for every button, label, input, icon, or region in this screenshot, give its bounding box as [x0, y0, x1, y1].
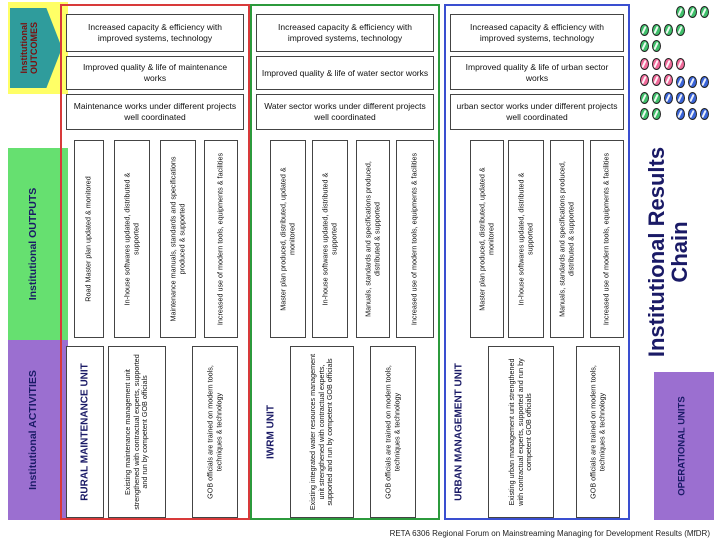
- outcome-urban-coordination: urban sector works under different proje…: [450, 94, 624, 130]
- results-chain-title-box: Institutional Results Chain: [634, 130, 702, 374]
- ball-icon: [676, 92, 685, 104]
- operational-units-label-box: OPERATIONAL UNITS: [662, 372, 702, 520]
- ball-icon: [700, 108, 709, 120]
- outcome-rural-capacity: Increased capacity & efficiency with imp…: [66, 14, 244, 52]
- outcome-urban-quality: Improved quality & life of urban sector …: [450, 56, 624, 90]
- ball-icon: [676, 76, 685, 88]
- output-urban-master-plan: Master plan produced, distributed, updat…: [470, 140, 504, 338]
- activity-urban-training: GOB officials are trained on modern tool…: [576, 346, 620, 518]
- outputs-band: [8, 148, 68, 340]
- output-urban-manuals: Manuals, standards and specifications pr…: [550, 140, 584, 338]
- ball-icon: [700, 6, 709, 18]
- output-urban-softwares: In-house softwares updated, distributed …: [508, 140, 544, 338]
- activity-rural-unit-strengthened: Existing maintenance management unit str…: [108, 346, 166, 518]
- output-iwrm-manuals: Manuals, standards and specifications pr…: [356, 140, 390, 338]
- ball-icon: [700, 76, 709, 88]
- output-iwrm-master-plan: Master plan produced, distributed, updat…: [270, 140, 306, 338]
- outcomes-label: Institutional OUTCOMES: [19, 22, 39, 75]
- activity-rural-training: GOB officials are trained on modern tool…: [192, 346, 238, 518]
- unit-iwrm: IWRM UNIT: [265, 405, 277, 459]
- ball-icon: [652, 108, 661, 120]
- activities-band: [8, 340, 68, 520]
- outcome-urban-capacity: Increased capacity & efficiency with imp…: [450, 14, 624, 52]
- panel-rural: [60, 4, 250, 520]
- output-iwrm-softwares: In-house softwares updated, distributed …: [312, 140, 348, 338]
- panel-urban: [444, 4, 630, 520]
- output-rural-master-plan: Road Master plan updated & monitored: [74, 140, 104, 338]
- ball-icon: [664, 92, 673, 104]
- ball-icon: [640, 58, 649, 70]
- outcome-iwrm-capacity: Increased capacity & efficiency with imp…: [256, 14, 434, 52]
- ball-icon: [676, 24, 685, 36]
- footer-caption: RETA 6306 Regional Forum on Mainstreamin…: [389, 529, 710, 538]
- ball-icon: [640, 108, 649, 120]
- output-iwrm-modern-tools: Increased use of modern tools, equipment…: [396, 140, 434, 338]
- ball-icon: [664, 74, 673, 86]
- ball-icon: [652, 24, 661, 36]
- outcome-iwrm-coordination: Water sector works under different proje…: [256, 94, 434, 130]
- operational-units-label: OPERATIONAL UNITS: [676, 396, 688, 496]
- ball-icon: [640, 74, 649, 86]
- outputs-label-box: Institutional OUTPUTS: [22, 148, 44, 340]
- outcomes-label-box: Institutional OUTCOMES: [10, 8, 50, 88]
- ball-icon: [664, 24, 673, 36]
- ball-icon: [688, 92, 697, 104]
- output-rural-modern-tools: Increased use of modern tools, equipment…: [204, 140, 238, 338]
- output-rural-softwares: In-house softwares updated, distributed …: [114, 140, 150, 338]
- unit-urban: URBAN MANAGEMENT UNIT: [453, 363, 465, 501]
- outcome-rural-quality: Improved quality & life of maintenance w…: [66, 56, 244, 90]
- ball-icon: [640, 92, 649, 104]
- ball-icon: [652, 92, 661, 104]
- results-chain-title: Institutional Results Chain: [643, 146, 692, 358]
- output-urban-modern-tools: Increased use of modern tools, equipment…: [590, 140, 624, 338]
- ball-icon: [640, 24, 649, 36]
- activities-label: Institutional ACTIVITIES: [27, 370, 39, 490]
- ball-icon: [664, 58, 673, 70]
- activity-iwrm-unit-strengthened: Existing integrated water resources mana…: [290, 346, 354, 518]
- ball-icon: [688, 76, 697, 88]
- ball-icon: [688, 6, 697, 18]
- ball-icon: [676, 58, 685, 70]
- ball-icon: [676, 6, 685, 18]
- activity-iwrm-training: GOB officials are trained on modern tool…: [370, 346, 416, 518]
- activity-urban-unit-strengthened: Existing urban management unit strengthe…: [488, 346, 554, 518]
- ball-icon: [688, 108, 697, 120]
- ball-icon: [640, 40, 649, 52]
- ball-icon: [652, 74, 661, 86]
- activities-label-box: Institutional ACTIVITIES: [22, 340, 44, 520]
- ball-icon: [676, 108, 685, 120]
- unit-rural: RURAL MAINTENANCE UNIT: [66, 346, 104, 518]
- outcome-iwrm-quality: Improved quality & life of water sector …: [256, 56, 434, 90]
- ball-icon: [652, 58, 661, 70]
- decorative-balls: [636, 2, 720, 134]
- panel-iwrm: [250, 4, 440, 520]
- operational-units-band: [654, 372, 714, 520]
- outcome-rural-coordination: Maintenance works under different projec…: [66, 94, 244, 130]
- outputs-label: Institutional OUTPUTS: [27, 187, 39, 301]
- ball-icon: [652, 40, 661, 52]
- output-rural-manuals: Maintenance manuals, standards and speci…: [160, 140, 196, 338]
